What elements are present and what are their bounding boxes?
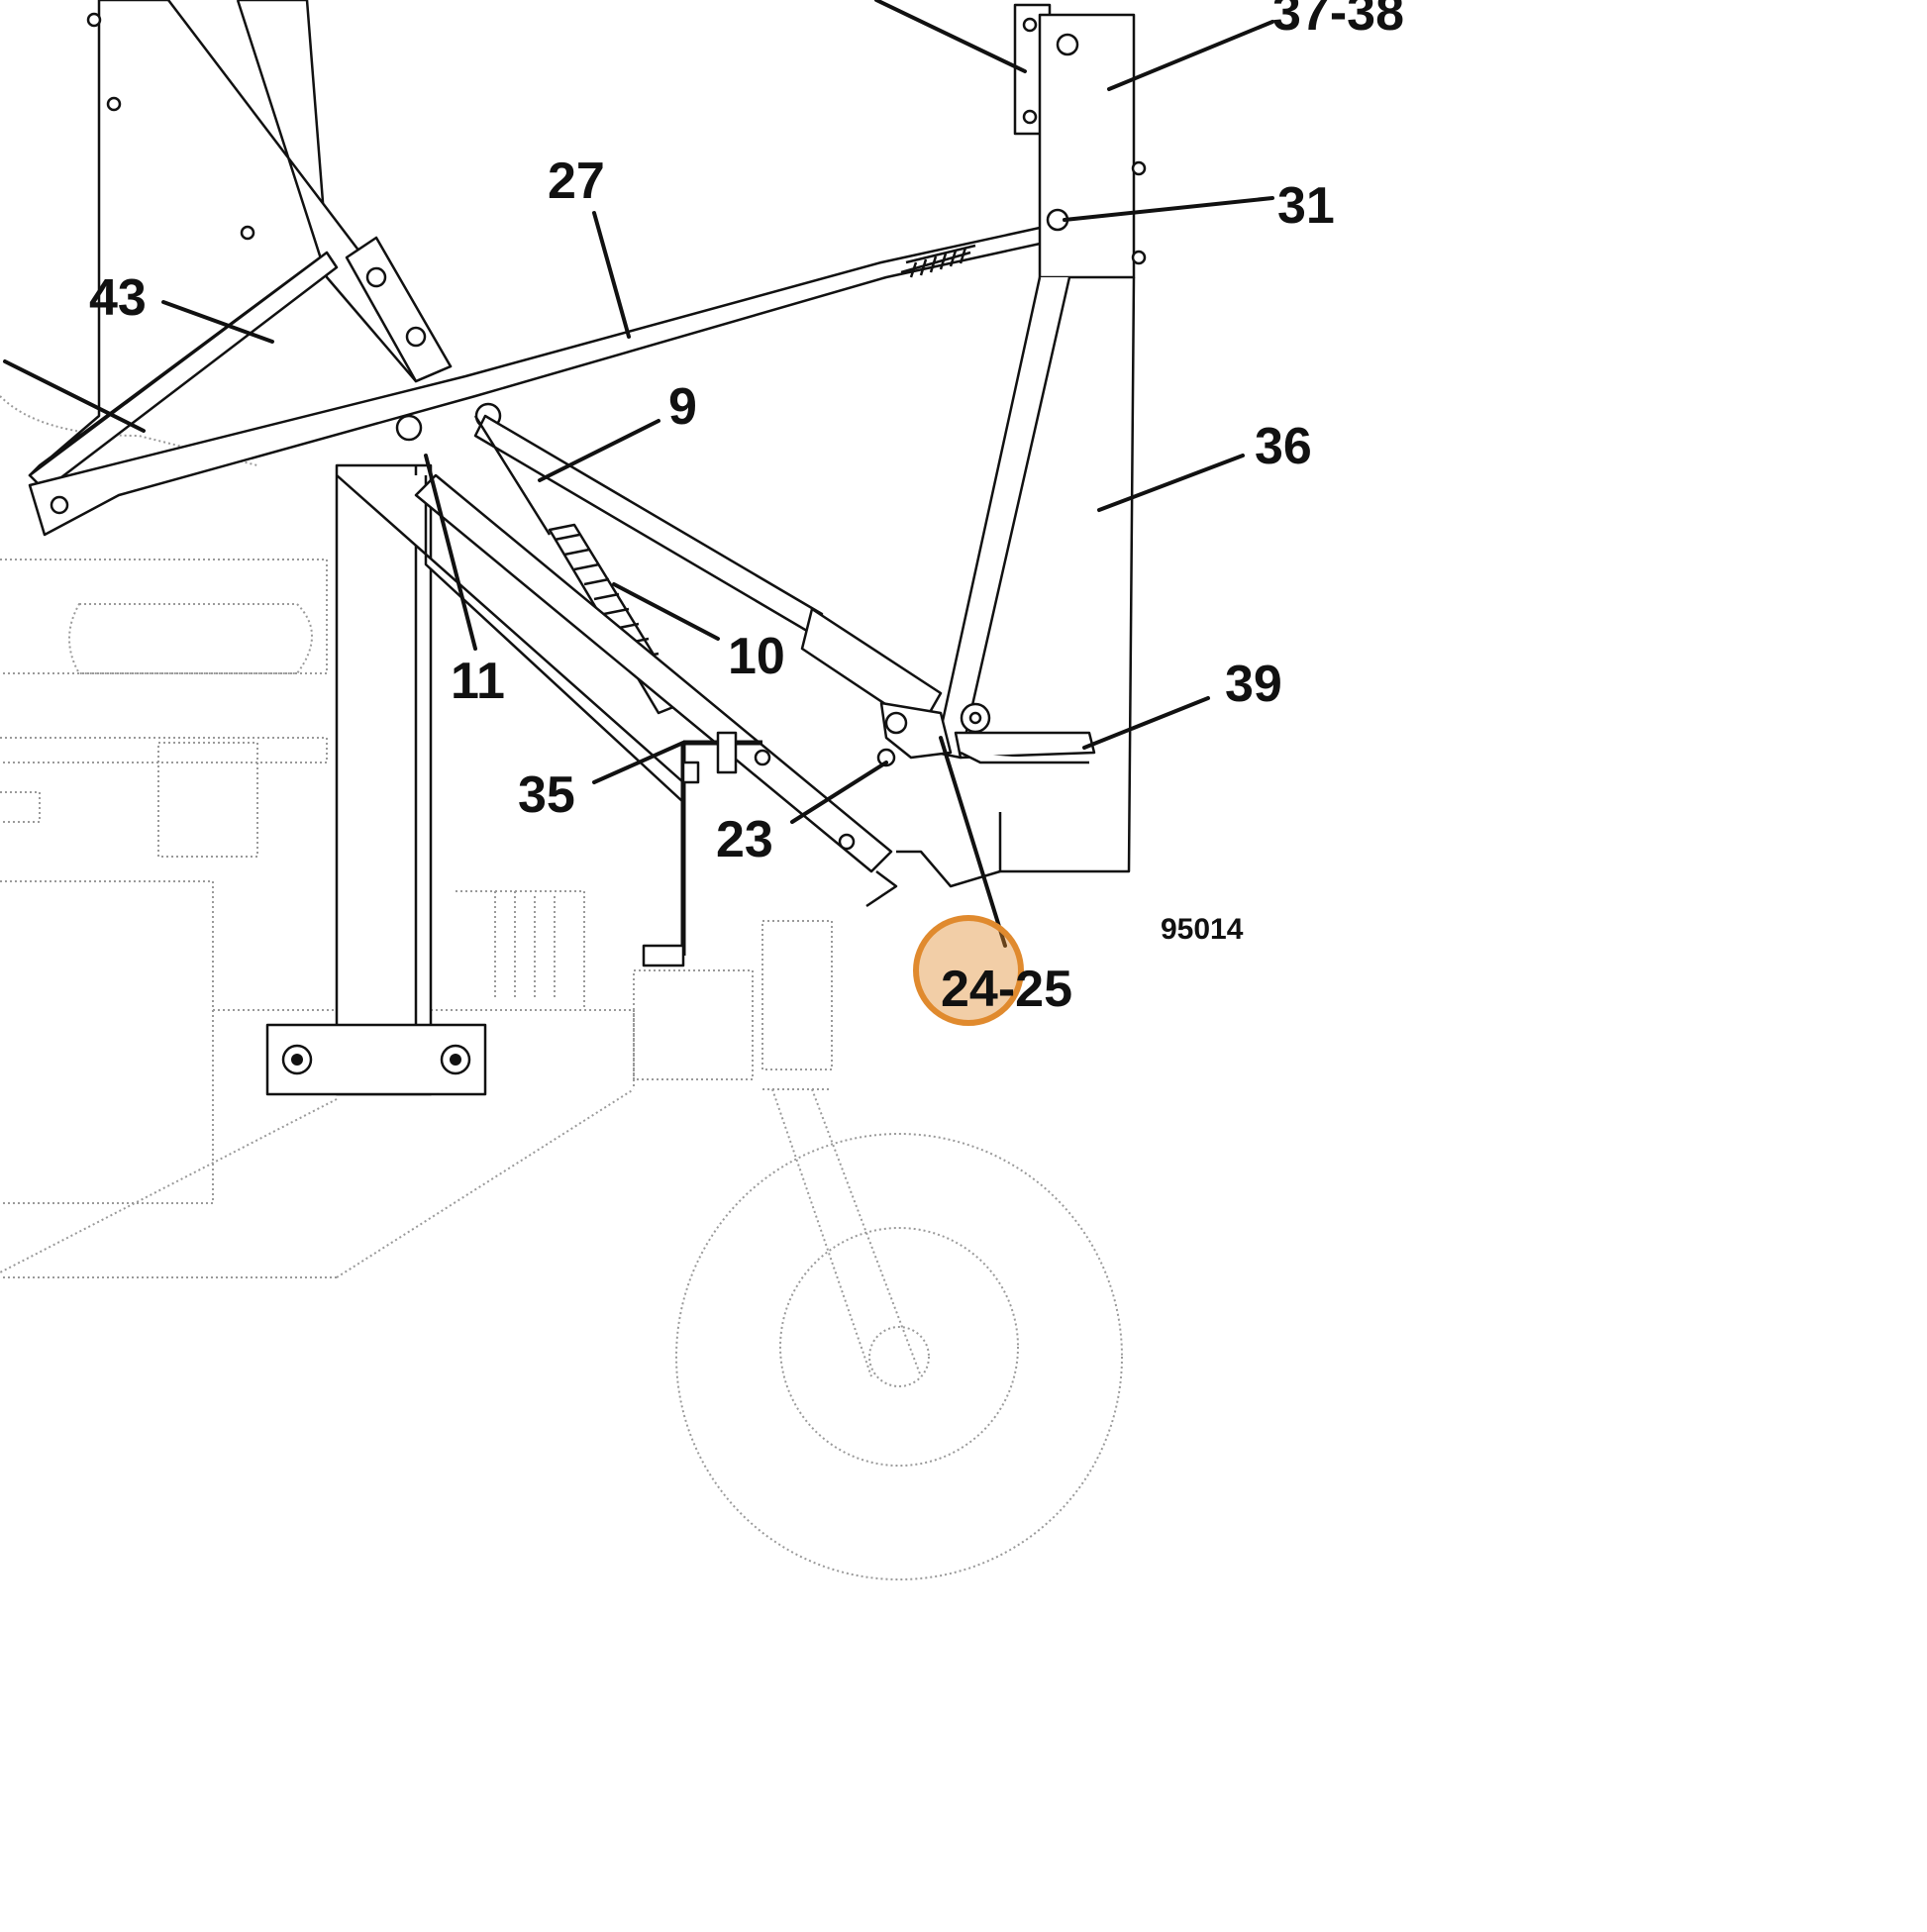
callout-labels: 37-38 31 27 43 9 36 10 11 39 35 23 24-25… [89, 0, 1404, 1018]
callout-11: 11 [451, 653, 505, 710]
column-11 [265, 463, 685, 1096]
drawing-number: 95014 [1161, 913, 1244, 946]
callout-36: 36 [1255, 418, 1312, 475]
pedal-39 [954, 731, 1096, 764]
ghosted-wheel [675, 1088, 1123, 1580]
callout-24-25: 24-25 [941, 961, 1072, 1018]
callout-27: 27 [548, 153, 605, 210]
callout-10: 10 [728, 628, 785, 685]
rod-35 [642, 731, 762, 967]
callout-9: 9 [668, 378, 697, 436]
callout-31: 31 [1277, 177, 1335, 235]
callout-23: 23 [716, 811, 773, 868]
leader-lines [3, 0, 1274, 948]
highlight-circle [913, 915, 1024, 1026]
callout-37-38: 37-38 [1272, 0, 1404, 42]
callout-39: 39 [1225, 656, 1282, 713]
brace-23 [414, 473, 893, 873]
ghosted-frame [0, 395, 833, 1278]
callout-35: 35 [518, 766, 575, 824]
callout-43: 43 [89, 269, 147, 327]
post-assembly [865, 3, 1147, 908]
upper-frame-plate [28, 0, 453, 492]
